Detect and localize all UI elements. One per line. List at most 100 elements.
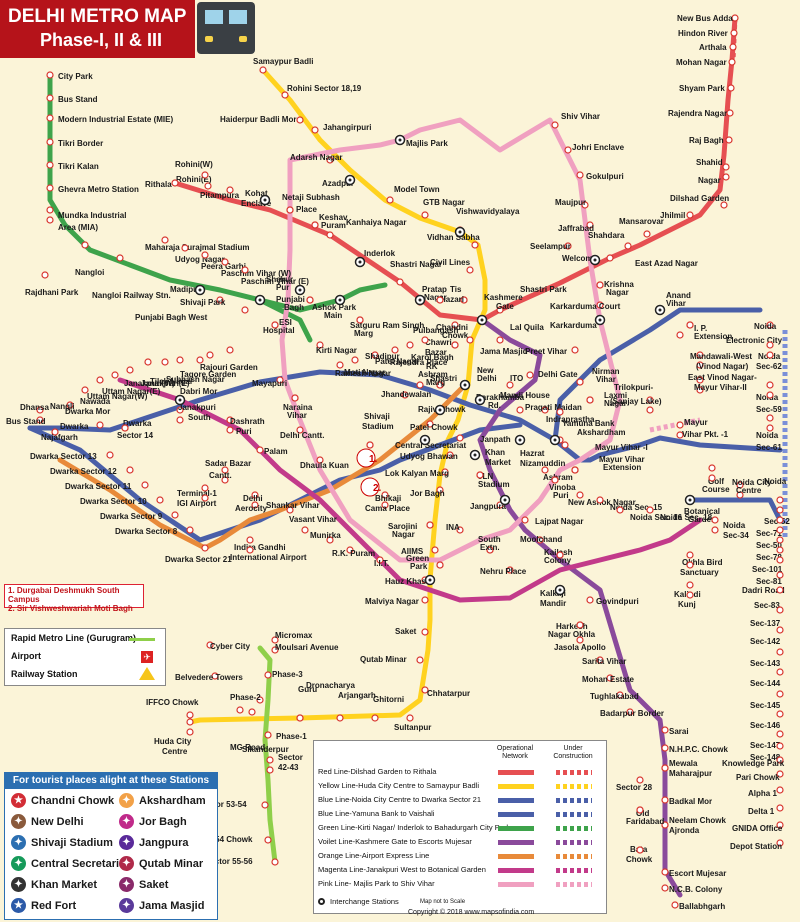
station-dot[interactable]	[161, 358, 169, 366]
station-dot[interactable]	[141, 481, 149, 489]
station-dot[interactable]	[686, 551, 694, 559]
station-dot[interactable]	[661, 821, 669, 829]
station-dot[interactable]	[46, 206, 54, 214]
station-dot[interactable]	[256, 446, 264, 454]
station-dot[interactable]	[576, 171, 584, 179]
station-dot[interactable]	[661, 744, 669, 752]
station-dot[interactable]	[576, 378, 584, 386]
station-dot[interactable]	[426, 420, 434, 428]
station-dot[interactable]	[661, 868, 669, 876]
station-dot[interactable]	[96, 376, 104, 384]
station-dot[interactable]	[181, 244, 189, 252]
station-dot[interactable]	[581, 201, 589, 209]
station-dot[interactable]	[436, 296, 444, 304]
station-dot[interactable]	[201, 251, 209, 259]
station-dot[interactable]	[211, 672, 219, 680]
station-dot[interactable]	[376, 556, 384, 564]
station-dot[interactable]	[616, 691, 624, 699]
station-dot[interactable]	[476, 471, 484, 479]
station-dot[interactable]	[541, 466, 549, 474]
station-dot[interactable]	[571, 466, 579, 474]
station-dot[interactable]	[730, 29, 738, 37]
station-dot[interactable]	[766, 381, 774, 389]
station-dot[interactable]	[661, 884, 669, 892]
station-dot[interactable]	[276, 376, 284, 384]
station-dot[interactable]	[36, 416, 44, 424]
station-dot[interactable]	[596, 656, 604, 664]
station-dot[interactable]	[256, 696, 264, 704]
station-dot[interactable]	[391, 346, 399, 354]
station-dot[interactable]	[144, 358, 152, 366]
station-dot[interactable]	[96, 421, 104, 429]
station-dot[interactable]	[711, 526, 719, 534]
station-dot[interactable]	[306, 296, 314, 304]
station-dot[interactable]	[776, 606, 784, 614]
station-dot[interactable]	[636, 776, 644, 784]
station-dot[interactable]	[576, 491, 584, 499]
station-dot[interactable]	[776, 516, 784, 524]
station-dot[interactable]	[226, 416, 234, 424]
station-dot[interactable]	[201, 171, 209, 179]
station-dot[interactable]	[541, 406, 549, 414]
station-dot[interactable]	[381, 501, 389, 509]
station-dot[interactable]	[776, 770, 784, 778]
station-dot[interactable]	[624, 242, 632, 250]
station-dot[interactable]	[371, 351, 379, 359]
station-dot[interactable]	[316, 341, 324, 349]
station-dot[interactable]	[386, 196, 394, 204]
station-dot[interactable]	[686, 211, 694, 219]
station-dot[interactable]	[521, 516, 529, 524]
station-dot[interactable]	[564, 242, 572, 250]
station-dot[interactable]	[696, 376, 704, 384]
station-dot[interactable]	[46, 138, 54, 146]
station-dot[interactable]	[729, 43, 737, 51]
station-dot[interactable]	[606, 254, 614, 262]
station-dot[interactable]	[776, 546, 784, 554]
station-dot[interactable]	[251, 501, 259, 509]
station-dot[interactable]	[281, 91, 289, 99]
station-dot[interactable]	[46, 114, 54, 122]
station-dot[interactable]	[271, 321, 279, 329]
station-dot[interactable]	[221, 466, 229, 474]
station-dot[interactable]	[643, 230, 651, 238]
station-dot[interactable]	[556, 408, 564, 416]
station-dot[interactable]	[248, 708, 256, 716]
station-dot[interactable]	[111, 371, 119, 379]
station-dot[interactable]	[421, 596, 429, 604]
station-dot[interactable]	[264, 836, 272, 844]
station-dot[interactable]	[456, 526, 464, 534]
station-dot[interactable]	[241, 306, 249, 314]
station-dot[interactable]	[616, 506, 624, 514]
station-dot[interactable]	[36, 406, 44, 414]
station-dot[interactable]	[576, 636, 584, 644]
station-dot[interactable]	[264, 731, 272, 739]
station-dot[interactable]	[421, 686, 429, 694]
station-dot[interactable]	[201, 494, 209, 502]
station-dot[interactable]	[416, 656, 424, 664]
station-dot[interactable]	[646, 396, 654, 404]
station-dot[interactable]	[296, 426, 304, 434]
station-dot[interactable]	[259, 66, 267, 74]
station-dot[interactable]	[226, 426, 234, 434]
station-dot[interactable]	[551, 121, 559, 129]
station-dot[interactable]	[776, 556, 784, 564]
station-dot[interactable]	[171, 511, 179, 519]
station-dot[interactable]	[356, 316, 364, 324]
station-dot[interactable]	[241, 266, 249, 274]
station-dot[interactable]	[731, 14, 739, 22]
station-dot[interactable]	[661, 764, 669, 772]
station-dot[interactable]	[586, 596, 594, 604]
station-dot[interactable]	[226, 346, 234, 354]
station-dot[interactable]	[264, 671, 272, 679]
station-dot[interactable]	[708, 464, 716, 472]
station-dot[interactable]	[441, 468, 449, 476]
station-dot[interactable]	[46, 94, 54, 102]
station-dot[interactable]	[431, 546, 439, 554]
station-dot[interactable]	[201, 544, 209, 552]
station-dot[interactable]	[201, 484, 209, 492]
station-dot[interactable]	[186, 718, 194, 726]
station-dot[interactable]	[251, 491, 259, 499]
station-dot[interactable]	[401, 391, 409, 399]
station-dot[interactable]	[766, 341, 774, 349]
station-dot[interactable]	[466, 336, 474, 344]
